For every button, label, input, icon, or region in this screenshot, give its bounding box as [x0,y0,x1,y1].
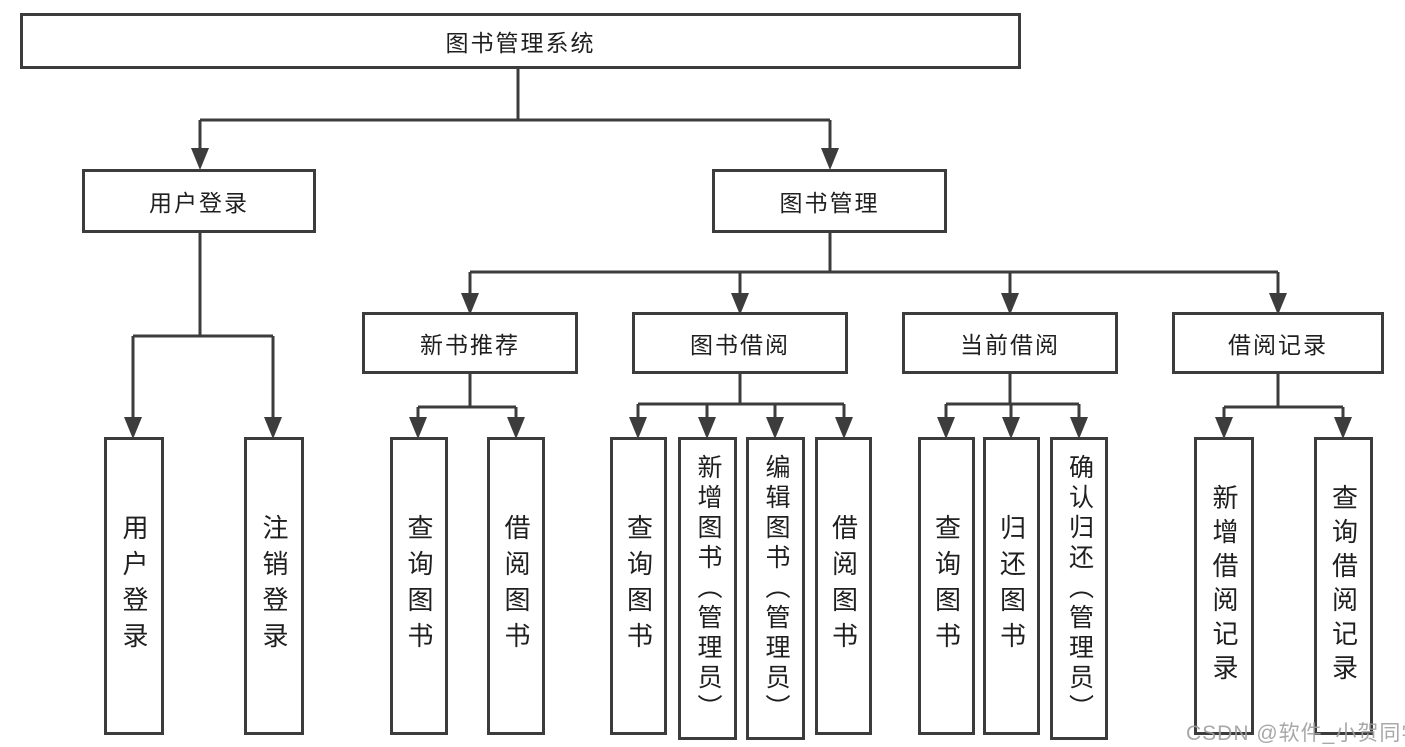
leaf-borrow-books: 借阅图书 [815,437,872,735]
node-borrow-records: 借阅记录 [1172,312,1384,374]
leaf-query-books-borrow-label: 查询图书 [623,514,654,658]
leaf-query-books-current: 查询图书 [918,437,975,735]
leaf-edit-book-admin-label: 编辑图书（管理员） [762,453,790,724]
leaf-add-borrow-record-label: 新增借阅记录 [1209,484,1239,688]
node-user-login-label: 用户登录 [149,190,249,216]
leaf-query-borrow-record: 查询借阅记录 [1314,437,1373,735]
leaf-query-books-recommend: 查询图书 [390,437,448,735]
leaf-logout-label: 注销登录 [259,514,289,658]
leaf-query-books-borrow: 查询图书 [610,437,667,735]
leaf-add-book-admin: 新增图书（管理员） [678,437,737,740]
leaf-edit-book-admin: 编辑图书（管理员） [746,437,805,740]
connector-arrowheads [124,148,1352,439]
leaf-confirm-return-admin: 确认归还（管理员） [1050,437,1108,740]
node-new-book-recommend-label: 新书推荐 [420,332,520,358]
leaf-query-borrow-record-label: 查询借阅记录 [1328,484,1359,688]
leaf-return-books: 归还图书 [983,437,1040,735]
node-book-management: 图书管理 [712,169,947,233]
csdn-watermark: CSDN @软件_小贺同学 [1186,722,1405,745]
leaf-borrow-books-recommend: 借阅图书 [487,437,545,735]
node-current-borrow-label: 当前借阅 [960,332,1060,358]
node-book-borrow: 图书借阅 [632,312,848,374]
leaf-add-borrow-record: 新增借阅记录 [1194,437,1254,735]
leaf-user-login-label: 用户登录 [119,514,149,658]
node-current-borrow: 当前借阅 [902,312,1118,374]
leaf-logout: 注销登录 [244,437,304,735]
node-book-management-label: 图书管理 [779,190,880,216]
node-borrow-records-label: 借阅记录 [1228,332,1328,358]
leaf-borrow-books-recommend-label: 借阅图书 [501,514,531,658]
leaf-query-books-current-label: 查询图书 [931,514,962,658]
node-root-system-label: 图书管理系统 [445,30,596,56]
leaf-add-book-admin-label: 新增图书（管理员） [694,453,722,724]
node-new-book-recommend: 新书推荐 [362,312,578,374]
node-root-system: 图书管理系统 [20,13,1021,69]
node-book-borrow-label: 图书借阅 [690,332,790,358]
connector-strokes [131,68,1345,419]
node-user-login: 用户登录 [82,169,316,233]
leaf-confirm-return-admin-label: 确认归还（管理员） [1065,453,1094,724]
leaf-return-books-label: 归还图书 [996,514,1027,658]
leaf-borrow-books-label: 借阅图书 [828,514,859,658]
leaf-user-login: 用户登录 [104,437,164,735]
leaf-query-books-recommend-label: 查询图书 [404,514,434,658]
